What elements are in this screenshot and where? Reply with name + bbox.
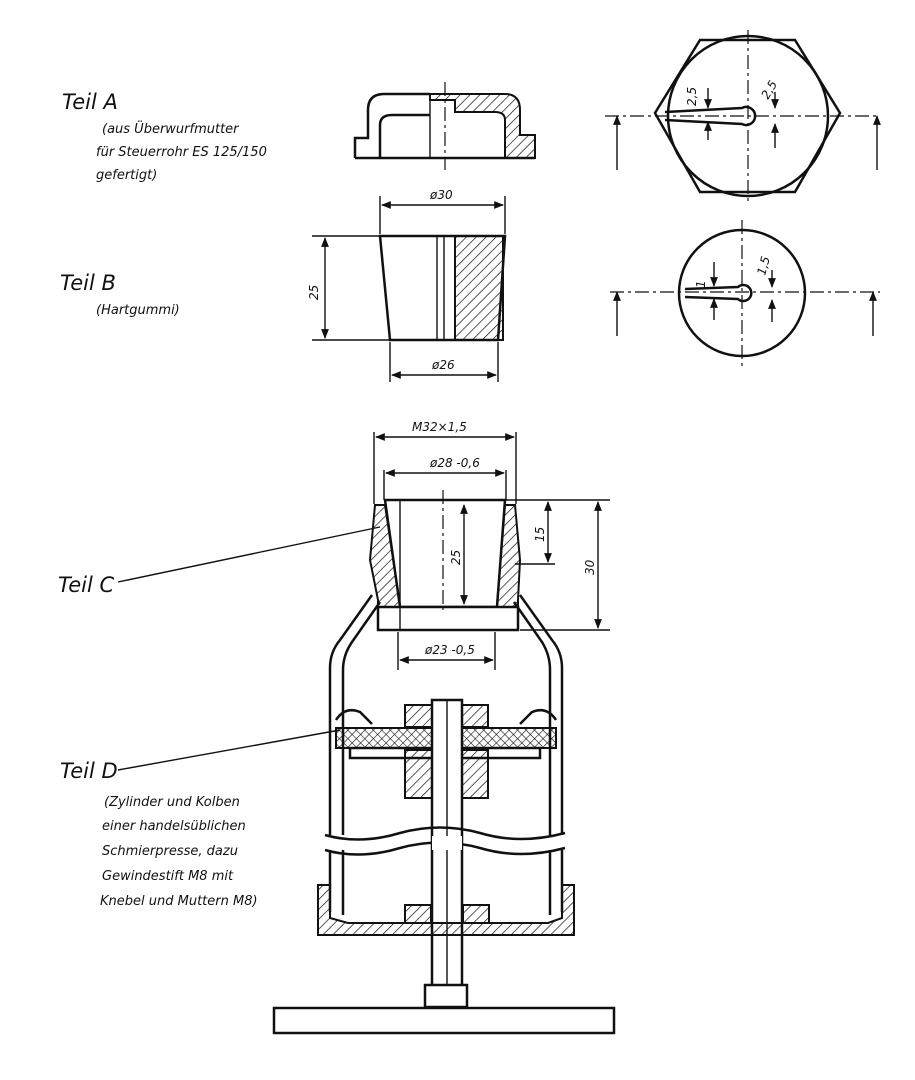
part-b-slot-width-dim: 1 [694,280,708,288]
part-b-section-view: ø30 25 ø26 [307,188,507,382]
part-c-label-group: Teil C [58,526,381,597]
part-d-title: Teil D [60,759,118,783]
part-c-inner-length-dim: 25 [449,550,463,565]
part-d-note-line-5: Knebel und Muttern M8) [100,894,258,909]
part-b-bottom-dia-dim: ø26 [431,358,455,372]
part-d-note-line-1: (Zylinder und Kolben [104,795,240,810]
part-b-top-view: 1 1,5 [610,220,880,368]
part-a-note-line-1: (aus Überwurfmutter [102,120,240,137]
part-d-note-line-3: Schmierpresse, dazu [102,844,238,859]
part-d-leader-line [117,729,341,771]
part-c-upper-length-dim: 15 [533,527,547,542]
part-b-slot-radius-dim: 1,5 [754,255,772,277]
part-b-note-line-1: (Hartgummi) [96,303,180,318]
part-b-title: Teil B [60,271,116,295]
part-c-bottom-dia-dim: ø23 -0,5 [424,643,475,657]
part-d-note-line-4: Gewindestift M8 mit [102,869,234,884]
part-a-slot-width-dim: 2,5 [685,87,699,106]
part-c-title: Teil C [58,573,114,597]
part-a-section-view [353,82,536,170]
part-c-thread-dim: M32×1,5 [412,420,467,434]
part-b-label-group: Teil B (Hartgummi) [60,271,180,318]
part-a-note-line-3: gefertigt) [96,168,157,183]
part-d-note-line-2: einer handelsüblichen [102,819,246,834]
part-c-top-dia-dim: ø28 -0,6 [429,456,480,470]
part-a-note-line-2: für Steuerrohr ES 125/150 [96,145,267,160]
part-a-title: Teil A [62,90,118,114]
part-a-slot-radius-dim: 2,5 [758,78,780,102]
part-d-label-group: Teil D (Zylinder und Kolben einer handel… [60,729,341,909]
part-a-label-group: Teil A (aus Überwurfmutter für Steuerroh… [62,90,267,183]
part-c-total-length-dim: 30 [583,559,597,575]
part-c-section-view: M32×1,5 ø28 -0,6 25 15 30 ø23 -0,5 [368,420,610,670]
part-c-leader-line [117,526,381,583]
part-d-cylinder-assembly [272,594,616,1035]
part-a-top-view: 2,5 2,5 [605,30,881,205]
part-b-top-dia-dim: ø30 [429,188,453,202]
part-b-height-dim: 25 [307,285,321,300]
